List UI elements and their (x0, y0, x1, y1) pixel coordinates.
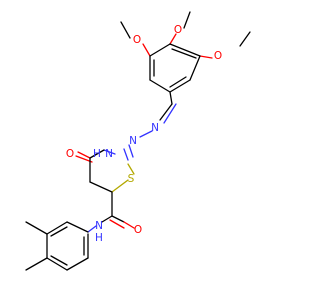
bond (128, 144, 134, 158)
bond (50, 226, 68, 237)
bond (123, 221, 135, 229)
atom-label-o-top: O (174, 24, 182, 36)
bond (75, 155, 93, 163)
bond (127, 163, 135, 175)
bond (149, 43, 171, 57)
bond (46, 221, 68, 235)
bond (169, 76, 187, 88)
bond (89, 181, 113, 193)
bond (109, 219, 125, 229)
atom-label-h-ring: H (93, 148, 101, 160)
bond (101, 215, 113, 223)
bond (120, 21, 131, 39)
bond (189, 55, 201, 81)
bond (87, 225, 97, 233)
bond (77, 151, 91, 159)
bond (169, 33, 177, 45)
atom-label-o-right: O (214, 50, 222, 62)
bond (89, 149, 105, 159)
atom-label-n-hyd2: N (129, 135, 137, 147)
bond (149, 79, 171, 93)
atom-label-o-amide: O (134, 224, 142, 236)
atom-label-h-amide: H (95, 232, 103, 244)
atom-label-n-amide: N (95, 220, 103, 232)
bond (25, 257, 48, 271)
bond (169, 43, 201, 57)
atom-label-n-ring: N (105, 148, 113, 160)
bond (199, 55, 213, 59)
bond (111, 179, 129, 193)
bond (139, 130, 153, 138)
bond (163, 103, 177, 124)
bond (169, 91, 173, 105)
atom-labels: O O O N N N H O S O N H (66, 24, 222, 244)
atom-label-o-left: O (133, 34, 141, 46)
atom-label-n-hyd1: N (151, 122, 159, 134)
bond (25, 221, 48, 235)
bond (183, 11, 191, 29)
bonds (25, 11, 251, 271)
bond (142, 43, 151, 57)
bond (66, 221, 89, 233)
bond (66, 257, 89, 271)
bond (111, 215, 125, 223)
bond (103, 149, 116, 155)
bond (239, 31, 251, 47)
atom-label-s-ring: S (128, 173, 135, 185)
molecule-structure: O O O N N N H O S O N H (25, 11, 251, 271)
bond (50, 255, 68, 266)
bond (171, 48, 197, 59)
bond (159, 103, 173, 121)
bond (123, 148, 129, 161)
bond (169, 79, 191, 93)
atom-label-o-ketone: O (66, 148, 74, 160)
bond (46, 257, 68, 271)
